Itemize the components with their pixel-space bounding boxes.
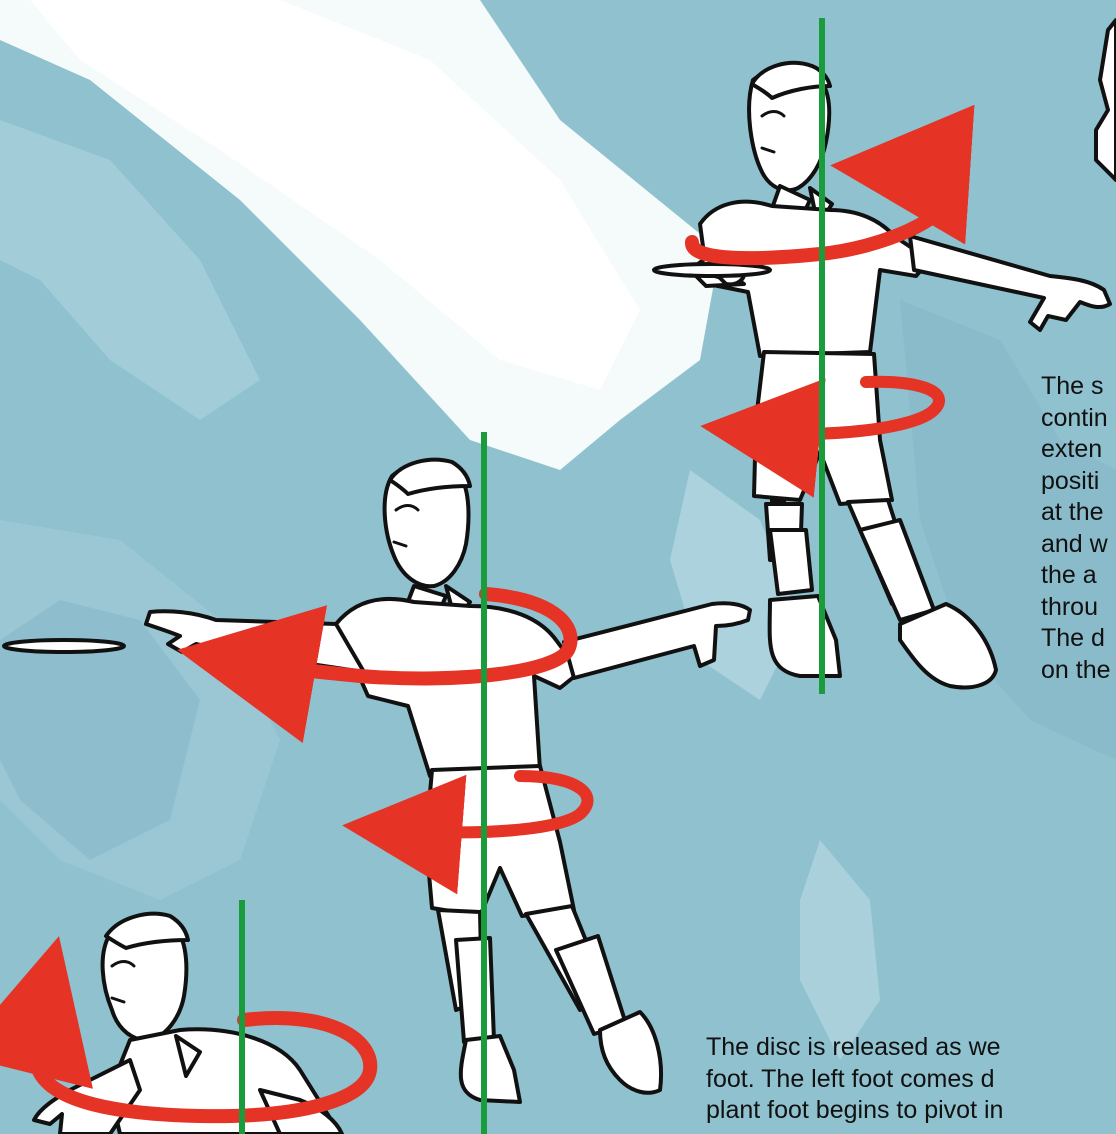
caption-lower: The disc is released as we foot. The lef…: [706, 1032, 1003, 1127]
caption-lower-line: The disc is released as we: [706, 1032, 1003, 1064]
disc-flying: [4, 640, 124, 652]
caption-upper-line: positi: [1041, 466, 1111, 498]
caption-upper: The s contin exten positi at the and w t…: [1041, 371, 1111, 686]
caption-upper-line: The s: [1041, 371, 1111, 403]
caption-upper-line: The d: [1041, 623, 1111, 655]
caption-upper-line: exten: [1041, 434, 1111, 466]
caption-upper-line: the a: [1041, 560, 1111, 592]
caption-lower-line: plant foot begins to pivot in: [706, 1095, 1003, 1127]
caption-upper-line: at the: [1041, 497, 1111, 529]
caption-upper-line: and w: [1041, 529, 1111, 561]
disc-held: [654, 264, 770, 276]
caption-lower-line: foot. The left foot comes d: [706, 1064, 1003, 1096]
caption-upper-line: on the: [1041, 655, 1111, 687]
caption-upper-line: throu: [1041, 592, 1111, 624]
caption-upper-line: contin: [1041, 403, 1111, 435]
